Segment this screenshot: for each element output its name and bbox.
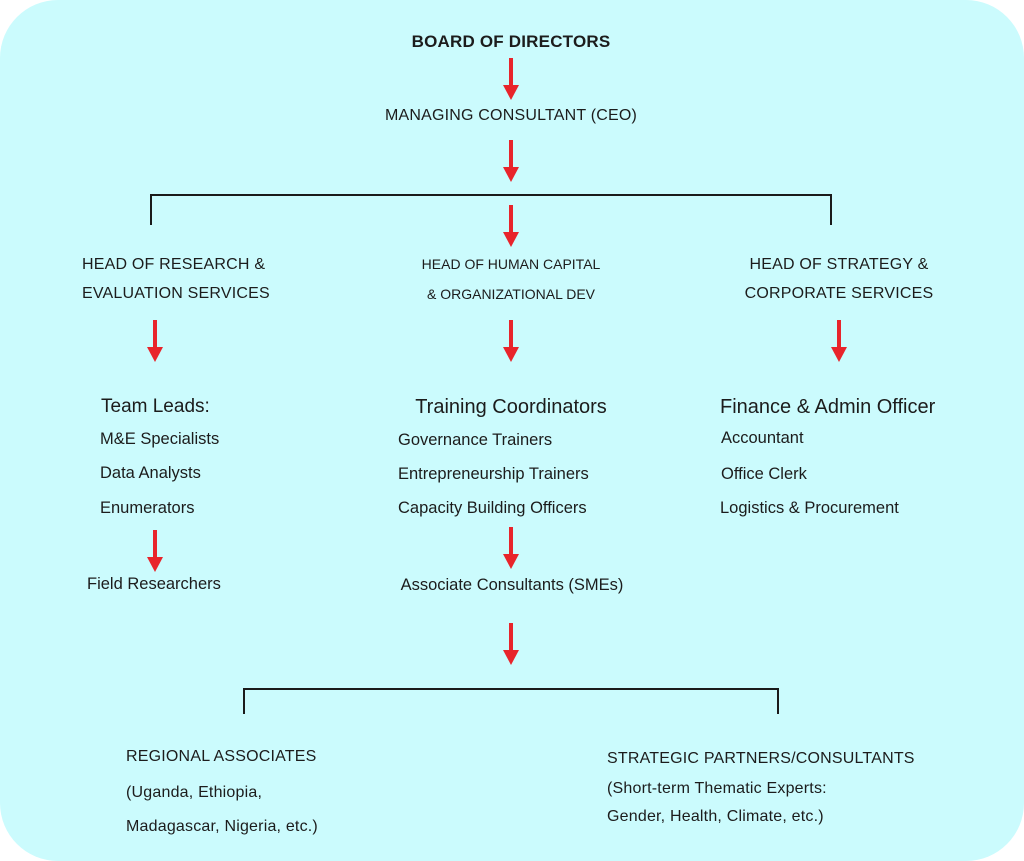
arrow-to-lower-bracket — [503, 623, 519, 665]
arrow-hc-to-training — [503, 320, 519, 362]
head-strategy-line2: CORPORATE SERVICES — [744, 285, 934, 302]
strategic-partners-title: STRATEGIC PARTNERS/CONSULTANTS — [607, 750, 915, 767]
arrow-to-associate-consultants — [503, 527, 519, 569]
finance-admin-title: Finance & Admin Officer — [720, 396, 936, 418]
field-researchers: Field Researchers — [87, 575, 221, 593]
training-coordinators-title: Training Coordinators — [415, 396, 607, 418]
regional-associates-title: REGIONAL ASSOCIATES — [126, 748, 317, 765]
strategic-partners-line1: (Short-term Thematic Experts: — [607, 780, 827, 797]
finance-item: Office Clerk — [721, 465, 807, 483]
regional-associates-line2: Madagascar, Nigeria, etc.) — [126, 818, 318, 835]
arrow-research-to-team — [147, 320, 163, 362]
arrow-ceo-to-bracket — [503, 140, 519, 182]
strategic-partners-line2: Gender, Health, Climate, etc.) — [607, 808, 824, 825]
arrow-board-to-ceo — [503, 58, 519, 100]
training-item: Entrepreneurship Trainers — [398, 465, 589, 483]
arrow-strategy-to-finance — [831, 320, 847, 362]
head-human-capital-line1: HEAD OF HUMAN CAPITAL — [421, 256, 601, 272]
finance-item: Accountant — [721, 429, 804, 447]
research-item: M&E Specialists — [100, 430, 220, 448]
head-research-line1: HEAD OF RESEARCH & — [82, 256, 266, 273]
board-of-directors: BOARD OF DIRECTORS — [411, 32, 611, 51]
arrow-to-human-capital — [503, 205, 519, 247]
team-leads-title: Team Leads: — [101, 396, 210, 417]
head-research-line2: EVALUATION SERVICES — [82, 285, 270, 302]
head-human-capital-line2: & ORGANIZATIONAL DEV — [426, 286, 596, 302]
lower-bracket — [243, 688, 779, 714]
upper-bracket — [150, 194, 832, 225]
arrow-to-field-researchers — [147, 530, 163, 572]
training-item: Governance Trainers — [398, 431, 553, 449]
ceo-label: MANAGING CONSULTANT (CEO) — [384, 107, 638, 124]
regional-associates-line1: (Uganda, Ethiopia, — [126, 784, 263, 801]
training-item: Capacity Building Officers — [398, 499, 587, 517]
research-item: Data Analysts — [100, 464, 201, 482]
finance-item: Logistics & Procurement — [720, 499, 899, 517]
head-strategy-line1: HEAD OF STRATEGY & — [749, 256, 929, 273]
associate-consultants: Associate Consultants (SMEs) — [400, 576, 624, 594]
research-item: Enumerators — [100, 499, 195, 517]
